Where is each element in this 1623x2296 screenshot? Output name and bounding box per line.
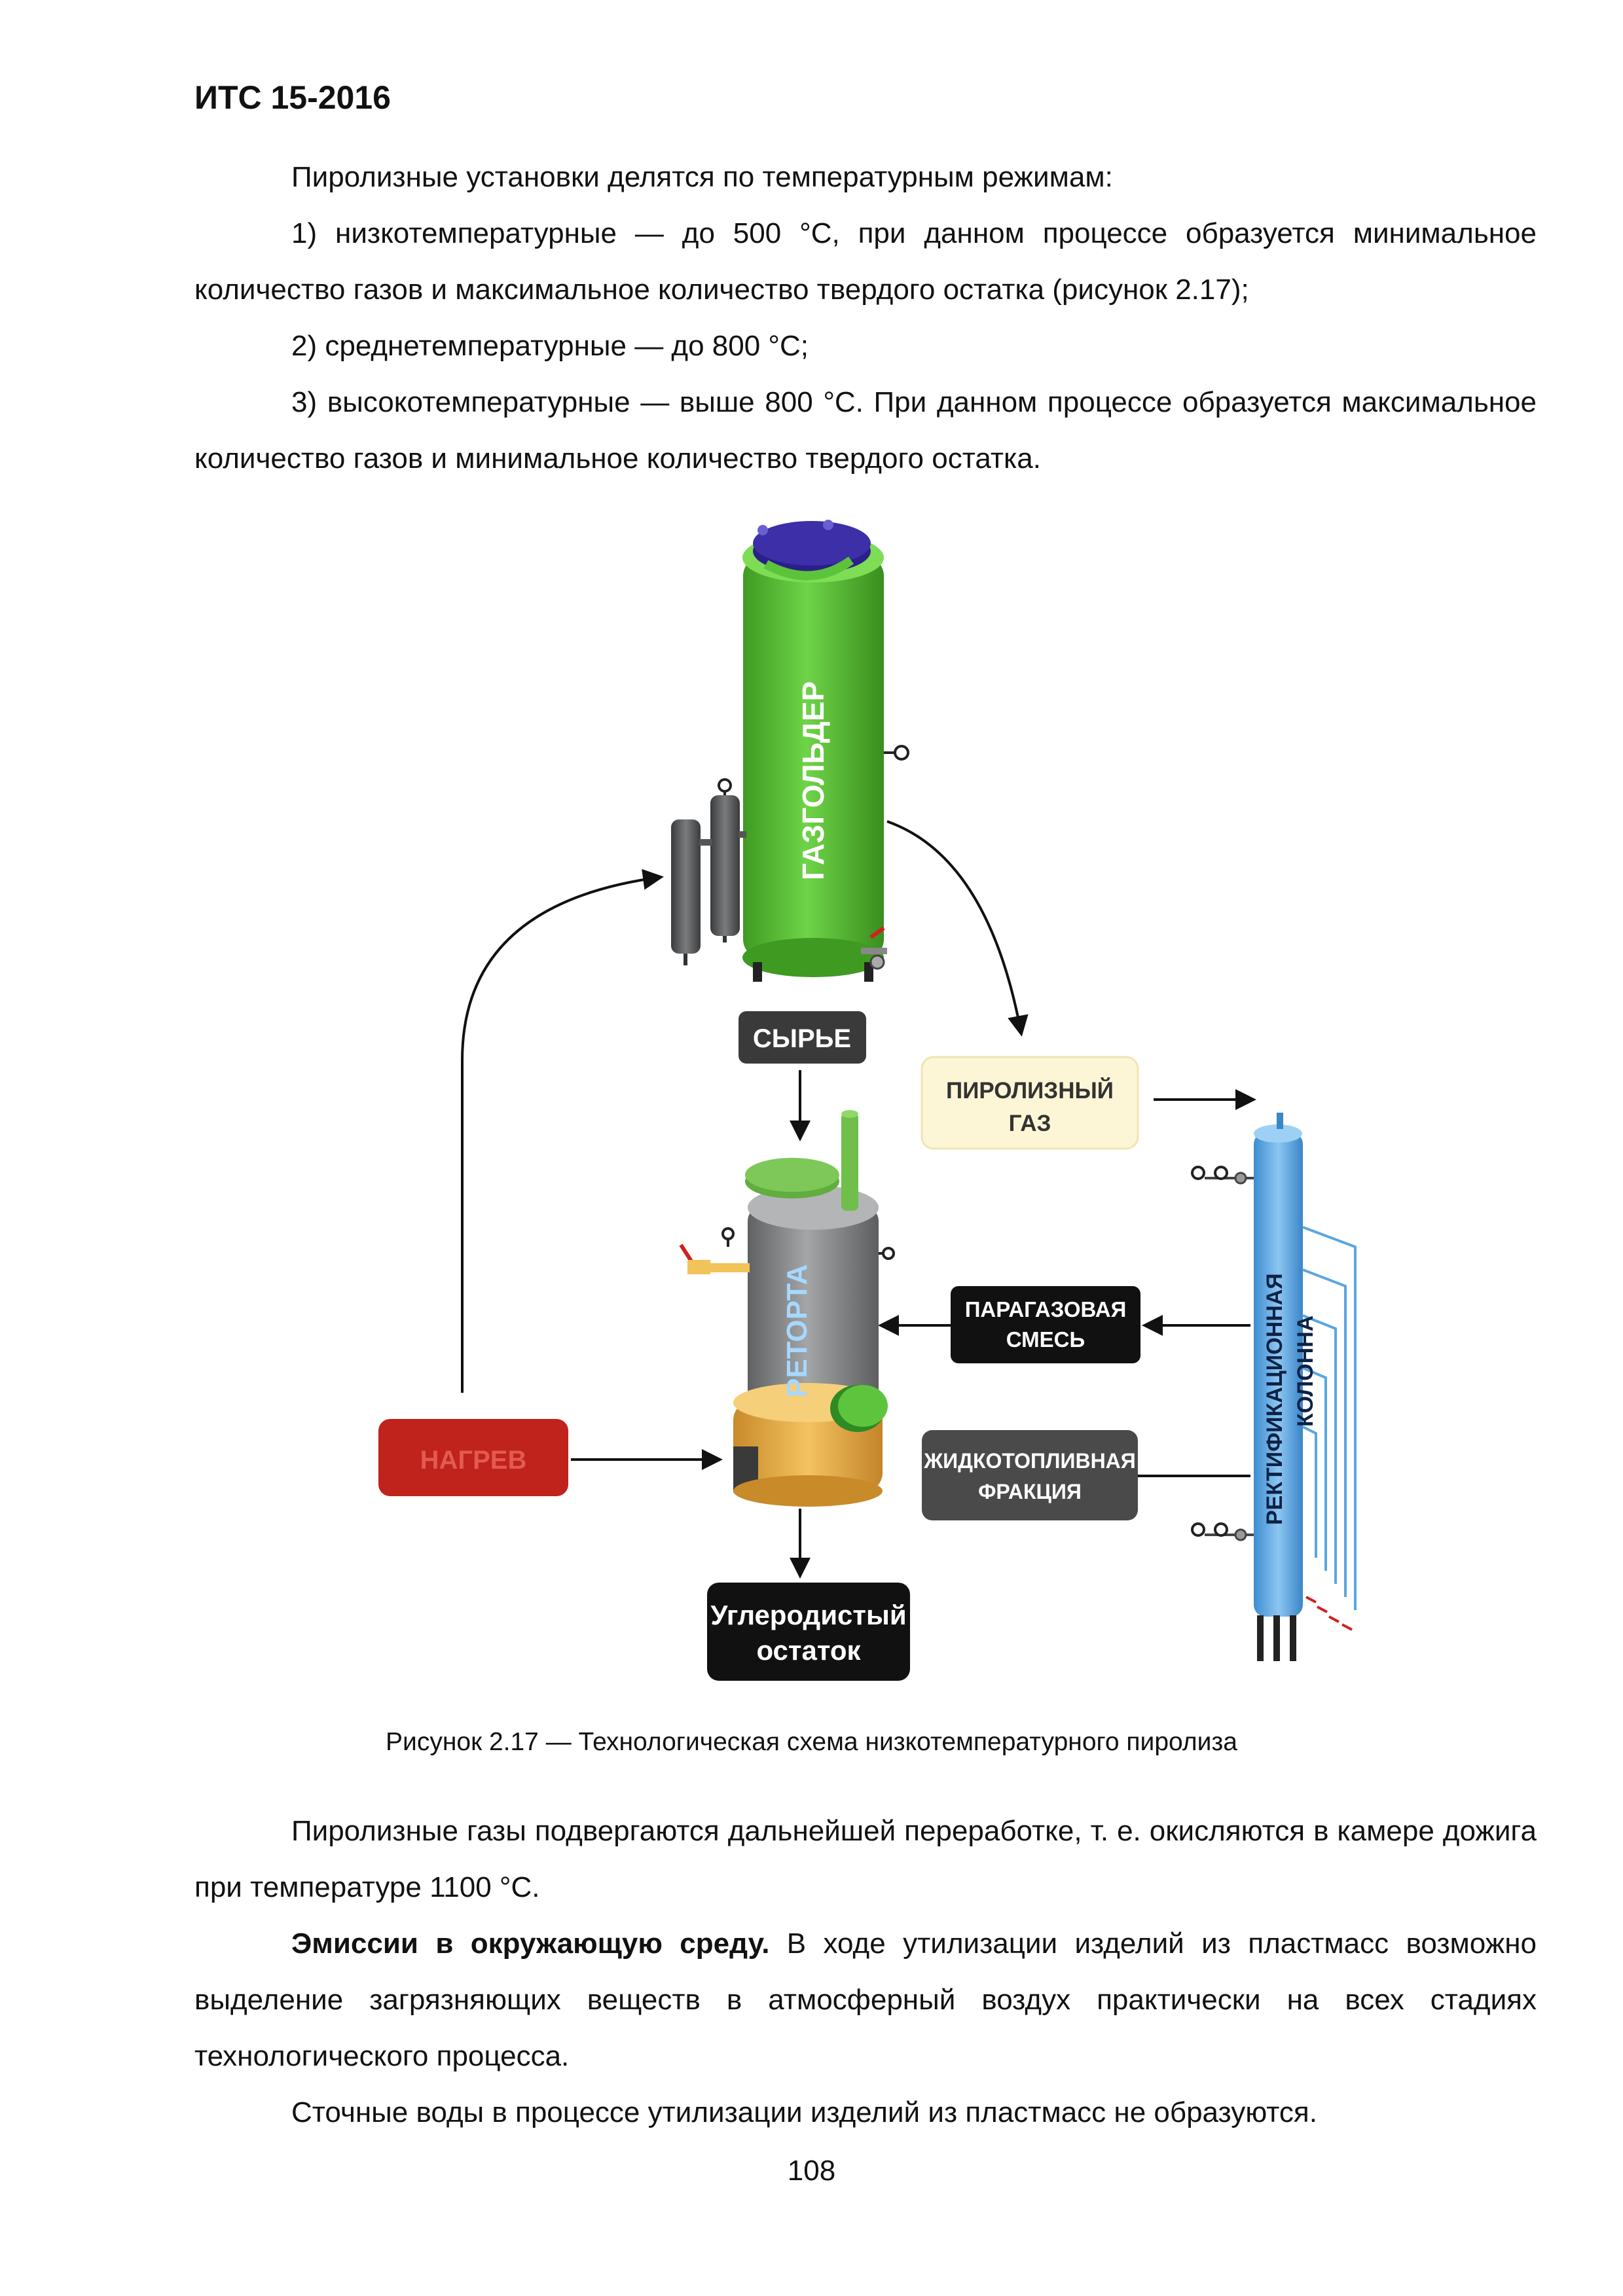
pyrolysis-gas-box: ПИРОЛИЗНЫЙ ГАЗ — [921, 1056, 1139, 1150]
paragraph-low-temp: 1) низкотемпературные — до 500 °С, при д… — [194, 217, 1537, 306]
heating-label: НАГРЕВ — [420, 1446, 527, 1475]
liquid-fuel-fraction-box: ЖИДКОТОПЛИВНАЯ ФРАКЦИЯ — [922, 1430, 1138, 1520]
gasholder-lid — [753, 520, 871, 581]
raw-label: СЫРЬЕ — [753, 1024, 851, 1053]
heating-box: НАГРЕВ — [378, 1419, 568, 1496]
gasholder-to-gas-arrow — [886, 820, 1029, 1037]
figure-caption: Рисунок 2.17 — Технологическая схема низ… — [386, 1728, 1237, 1756]
emissions-heading: Эмиссии в окружающую среду. — [291, 1928, 770, 1960]
column-label-line2: КОЛОННА — [1293, 1316, 1318, 1427]
steam-gas-label-line1: ПАРАГАЗОВАЯ — [965, 1297, 1127, 1321]
gauge-icon — [884, 745, 909, 761]
page-number: 108 — [787, 2155, 836, 2187]
paragraph-high-temp: 3) высокотемпературные — выше 800 °С. Пр… — [194, 386, 1537, 475]
raw-material-box: СЫРЬЕ — [739, 1011, 866, 1064]
paragraph-mid-temp: 2) среднетемпературные — до 800 °С; — [291, 330, 809, 362]
steam-gas-mixture-box: ПАРАГАЗОВАЯ СМЕСЬ — [951, 1286, 1140, 1363]
paragraph-emissions: Эмиссии в окружающую среду. В ходе утили… — [194, 1916, 1537, 2085]
column-gauges-bottom-icon — [1191, 1522, 1254, 1541]
retort-label: РЕТОРТА — [781, 1265, 813, 1397]
paragraph-wastewater: Сточные воды в процессе утилизации издел… — [291, 2096, 1317, 2128]
paragraph-gas-processing: Пиролизные газы подвергаются дальнейшей … — [194, 1815, 1537, 1903]
document-code: ИТС 15-2016 — [194, 79, 391, 116]
pyrolysis-gas-label-line1: ПИРОЛИЗНЫЙ — [946, 1077, 1114, 1103]
side-pipe — [679, 1227, 895, 1274]
valve-icon — [861, 926, 887, 970]
filter-vessels — [671, 778, 746, 965]
paragraph-intro: Пиролизные установки делятся по температ… — [291, 161, 1113, 193]
gasholder-label: ГАЗГОЛЬДЕР — [796, 681, 830, 880]
hatch-icon — [830, 1385, 888, 1432]
column-taps — [1305, 1596, 1353, 1631]
emissions-text: В ходе утилизации изделий из пластмасс в… — [194, 1928, 1537, 2072]
carbon-residue-box: Углеродистый остаток — [707, 1583, 910, 1681]
liquid-fuel-label-line1: ЖИДКОТОПЛИВНАЯ — [923, 1449, 1136, 1473]
column-gauges-top-icon — [1191, 1166, 1254, 1185]
heat-to-filter-arrow — [461, 869, 664, 1393]
retort-vessel — [745, 1110, 879, 1410]
column-side-pipes — [1302, 1226, 1357, 1610]
steam-gas-label-line2: СМЕСЬ — [1006, 1327, 1085, 1352]
rectification-column — [1254, 1113, 1303, 1661]
liquid-fuel-label-line2: ФРАКЦИЯ — [978, 1480, 1082, 1503]
column-label-line1: РЕКТИФИКАЦИОННАЯ — [1262, 1273, 1287, 1525]
carbon-residue-label-line1: Углеродистый — [710, 1600, 906, 1630]
pyrolysis-gas-label-line2: ГАЗ — [1009, 1111, 1051, 1136]
carbon-residue-label-line2: остаток — [756, 1635, 861, 1666]
